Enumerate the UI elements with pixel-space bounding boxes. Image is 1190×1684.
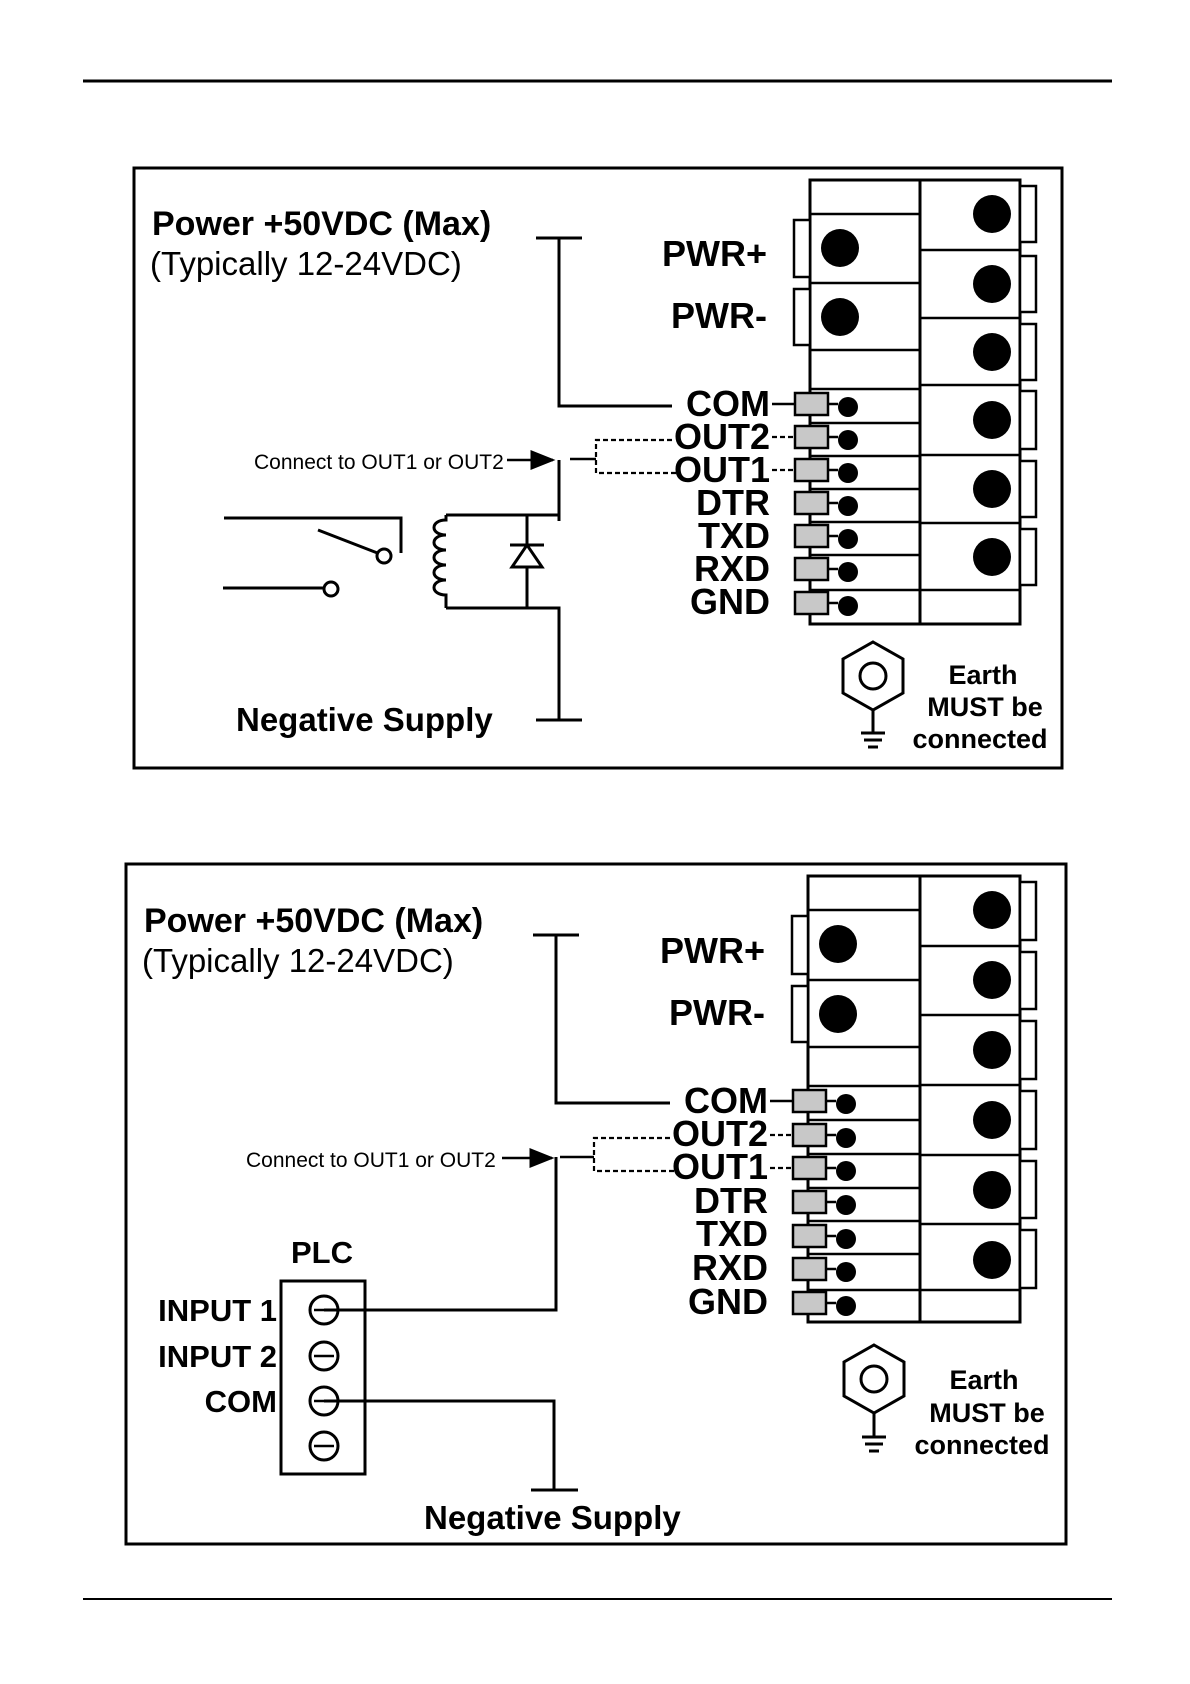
diagram-2-earth-icon	[842, 1343, 906, 1453]
diagram-2-subtitle: (Typically 12-24VDC)	[142, 942, 454, 979]
diagram-1-frame	[132, 166, 1064, 770]
plc-input-1-label: INPUT 1	[158, 1293, 277, 1328]
diagram-1-pin-dtr: DTR	[696, 482, 770, 523]
plc-title: PLC	[291, 1235, 353, 1270]
diagram-2-pin-labels: COM OUT2 OUT1 DTR TXD RXD GND	[672, 1080, 768, 1322]
diagram-2-dashed-out-wires	[592, 1136, 674, 1173]
diagram-1-pin-rxd: RXD	[694, 548, 770, 589]
diagram-1-dashed-out-wires	[594, 438, 676, 475]
plc-block: PLC INPUT 1 INPUT 2 COM	[158, 1235, 367, 1476]
plc-input-2-label: INPUT 2	[158, 1339, 277, 1374]
diagram-1-earth-icon	[841, 640, 905, 749]
diagram-1-pin-gnd: GND	[690, 581, 770, 622]
diagram-1-power-wire	[536, 236, 672, 408]
diagram-2-pin-out1: OUT1	[672, 1146, 768, 1187]
diagram-2-earth-line-3: connected	[914, 1430, 1049, 1460]
plc-com-wire	[324, 1399, 556, 1490]
diagram-1-pin-com: COM	[686, 383, 770, 424]
diagram-1-relay-circuit	[223, 460, 582, 722]
diagram-1-negative-supply: Negative Supply	[236, 701, 493, 738]
diagram-2-pin-dtr: DTR	[694, 1180, 768, 1221]
diagram-2-connector-block	[770, 874, 1038, 1324]
diagram-1-earth-line-3: connected	[912, 724, 1047, 754]
diagram-1-pin-txd: TXD	[698, 515, 770, 556]
diagram-2-pin-out2: OUT2	[672, 1113, 768, 1154]
diagram-2-title: Power +50VDC (Max)	[144, 902, 483, 940]
diagram-2-pin-txd: TXD	[696, 1213, 768, 1254]
diagram-1-subtitle: (Typically 12-24VDC)	[150, 245, 462, 282]
diagram-1-connect-note: Connect to OUT1 or OUT2	[254, 451, 504, 474]
diagram-2-power-wire	[533, 933, 670, 1105]
diagram-2-frame	[124, 862, 1068, 1546]
diagram-2-earth-line-2: MUST be	[929, 1398, 1045, 1428]
diagram-2-pin-gnd: GND	[688, 1281, 768, 1322]
diagram-2-pin-rxd: RXD	[692, 1247, 768, 1288]
diagram-1-pin-out1: OUT1	[674, 449, 770, 490]
diagram-1-connector-block	[772, 178, 1038, 626]
diagram-2-earth-line-1: Earth	[949, 1365, 1018, 1395]
diagram-1-pin-out2: OUT2	[674, 416, 770, 457]
diagram-1-pin-labels: COM OUT2 OUT1 DTR TXD RXD GND	[674, 383, 770, 622]
diagram-2-pwr-plus-label: PWR+	[660, 930, 765, 971]
plc-input-1-wire	[324, 1157, 558, 1312]
diagram-1-relay: Power +50VDC (Max) (Typically 12-24VDC) …	[132, 166, 1064, 770]
diagram-1-title: Power +50VDC (Max)	[152, 205, 491, 243]
diagram-2-pin-com: COM	[684, 1080, 768, 1121]
diagram-1-earth-line-2: MUST be	[927, 692, 1043, 722]
diagram-2-plc: Power +50VDC (Max) (Typically 12-24VDC) …	[124, 862, 1068, 1546]
diagram-2-negative-supply: Negative Supply	[424, 1499, 681, 1536]
diagram-1-pwr-plus-label: PWR+	[662, 233, 767, 274]
plc-com-label: COM	[205, 1384, 277, 1419]
diagram-2-connect-note: Connect to OUT1 or OUT2	[246, 1149, 496, 1172]
diagram-1-earth-line-1: Earth	[948, 660, 1017, 690]
diagram-2-pwr-minus-label: PWR-	[669, 992, 765, 1033]
diagram-1-pwr-minus-label: PWR-	[671, 295, 767, 336]
